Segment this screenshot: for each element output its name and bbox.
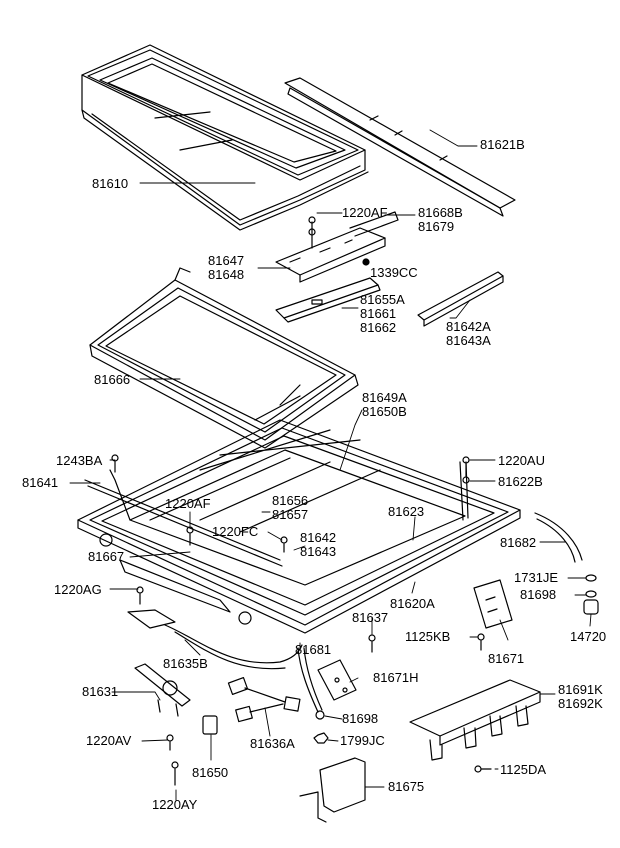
motor-81631 xyxy=(134,663,191,717)
label-81622B: 81622B xyxy=(498,474,543,489)
label-81641: 81641 xyxy=(22,475,59,490)
label-1220AG: 1220AG xyxy=(54,582,102,597)
label-1243BA: 1243BA xyxy=(56,453,103,468)
label-81637: 81637 xyxy=(352,610,389,625)
label-81671: 81671 xyxy=(488,651,525,666)
label-1220AF-mid: 1220AF xyxy=(165,496,211,511)
label-1125DA: 1125DA xyxy=(500,762,547,777)
label-81636A: 81636A xyxy=(250,736,295,751)
label-1731JE: 1731JE xyxy=(514,570,559,585)
label-1125KB: 1125KB xyxy=(405,629,451,644)
label-1220AF-top: 1220AF xyxy=(342,205,388,220)
label-81610: 81610 xyxy=(92,176,129,191)
label-81681: 81681 xyxy=(295,642,332,657)
support-bracket-81691K xyxy=(409,679,541,761)
cable-81635B xyxy=(127,609,303,670)
label-14720: 14720 xyxy=(570,629,607,644)
label-1220AV: 1220AV xyxy=(86,733,132,748)
bracket-81671H xyxy=(317,659,357,701)
label-1220AU: 1220AU xyxy=(498,453,545,468)
label-81675: 81675 xyxy=(388,779,425,794)
label-81698-bottom: 81698 xyxy=(342,711,379,726)
rail-cover-81655A xyxy=(275,277,381,323)
label-1220FC: 1220FC xyxy=(212,524,259,539)
glass-frame-81610 xyxy=(81,44,369,231)
harness-81636A xyxy=(227,677,301,723)
label-81698-right: 81698 xyxy=(520,587,557,602)
grommet-small-parts xyxy=(583,574,599,615)
wind-deflector-81621B xyxy=(284,77,516,217)
label-1339CC: 1339CC xyxy=(370,265,418,280)
guide-rail-81642A xyxy=(417,271,504,327)
sunroof-frame-81623 xyxy=(77,419,521,634)
stopper-81650 xyxy=(202,715,218,735)
leader-lines xyxy=(69,129,592,801)
label-81631: 81631 xyxy=(82,684,119,699)
label-81666: 81666 xyxy=(94,372,131,387)
label-81620A: 81620A xyxy=(390,596,435,611)
label-81671H: 81671H xyxy=(373,670,419,685)
label-81682: 81682 xyxy=(500,535,537,550)
label-81667: 81667 xyxy=(88,549,125,564)
bracket-81671 xyxy=(473,579,513,629)
label-1799JC: 1799JC xyxy=(340,733,385,748)
sunshade-panel-81666 xyxy=(89,267,359,449)
label-81650: 81650 xyxy=(192,765,229,780)
label-81623: 81623 xyxy=(388,504,425,519)
drain-hose-81682 xyxy=(534,512,583,563)
label-1220AY: 1220AY xyxy=(152,797,198,812)
cover-81675 xyxy=(299,757,366,823)
label-81635B: 81635B xyxy=(163,656,208,671)
label-81621B: 81621B xyxy=(480,137,525,152)
drain-hose-81681 xyxy=(297,647,323,713)
